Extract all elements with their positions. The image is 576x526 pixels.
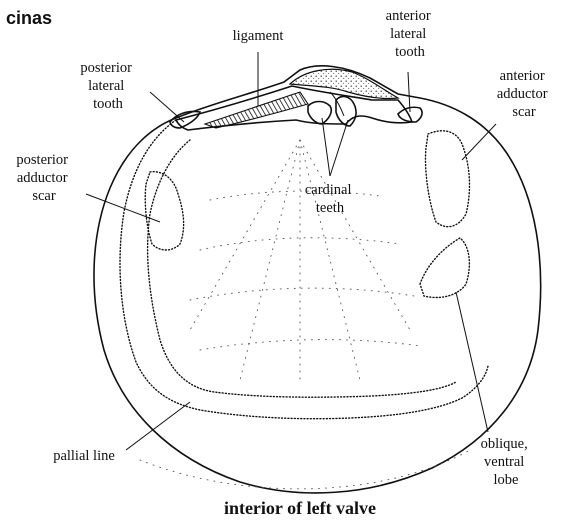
- inner-contour: [148, 140, 456, 397]
- label-cardinal-teeth: cardinal teeth: [305, 182, 355, 216]
- diagram-caption: interior of left valve: [224, 498, 376, 518]
- label-posterior-adductor-scar: posterior adductor scar: [16, 152, 71, 204]
- cardinal-tooth-right: [336, 97, 356, 126]
- label-pallial-line: pallial line: [53, 448, 115, 464]
- posterior-adductor-scar-outline: [145, 172, 183, 250]
- label-ligament: ligament: [233, 28, 284, 44]
- shell-outline: [94, 66, 541, 493]
- cardinal-tooth-left: [308, 102, 331, 125]
- label-oblique-ventral-lobe: oblique, ventral lobe: [481, 436, 532, 488]
- label-anterior-lateral-tooth: anterior lateral tooth: [386, 8, 435, 60]
- pallial-line-path: [120, 120, 488, 419]
- label-anterior-adductor-scar: anterior adductor scar: [497, 68, 551, 120]
- anterior-adductor-scar-outline: [425, 131, 469, 227]
- label-posterior-lateral-tooth: posterior lateral tooth: [80, 60, 135, 112]
- header-fragment: cinas: [6, 8, 52, 28]
- oblique-ventral-lobe-outline: [420, 238, 469, 298]
